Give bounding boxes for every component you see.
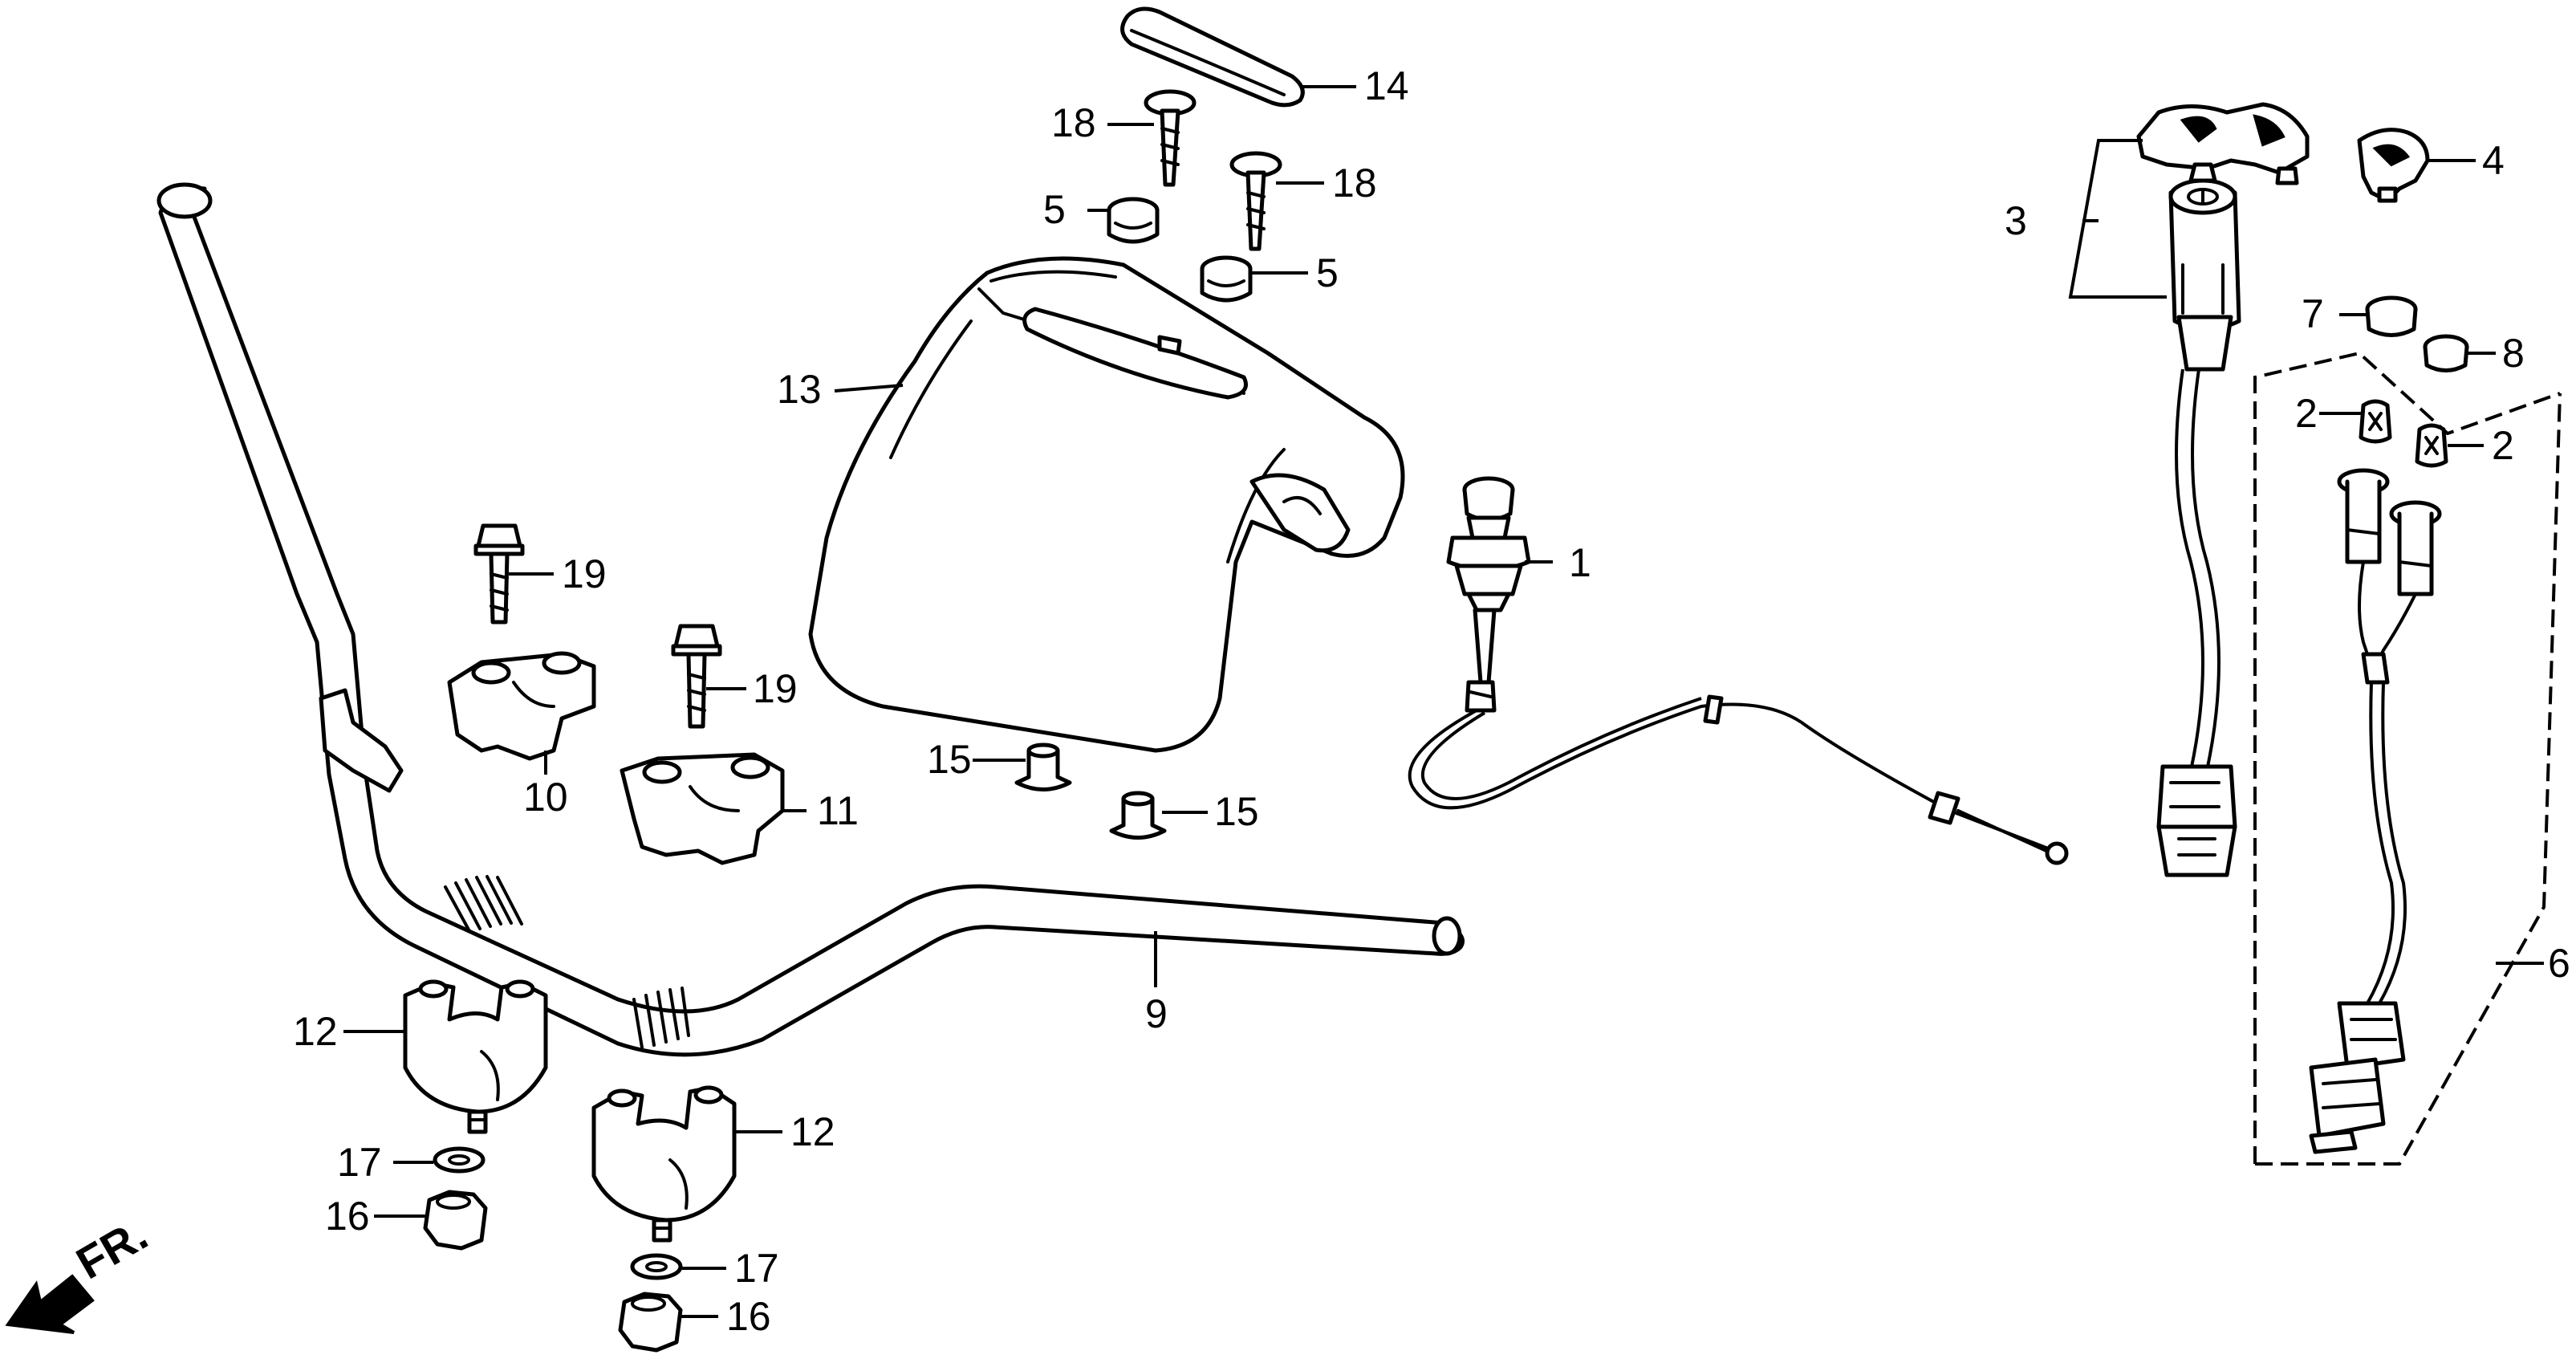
starter-cable: [1408, 476, 2069, 865]
callout-16-left: 16: [325, 1194, 425, 1239]
bolt-19-left: [473, 523, 525, 625]
svg-text:16: 16: [726, 1294, 771, 1339]
callout-18-left: 18: [1051, 100, 1154, 145]
svg-text:1: 1: [1569, 540, 1591, 585]
indicator-bracket: [2253, 351, 2562, 1166]
callout-6: 6: [2496, 941, 2570, 986]
lower-holder-12-left: [403, 979, 548, 1134]
key-cap: [2357, 128, 2430, 203]
svg-text:13: 13: [777, 367, 822, 412]
callout-10: 10: [523, 751, 568, 820]
nut-16-right: [618, 1292, 683, 1353]
svg-text:10: 10: [523, 775, 568, 820]
svg-text:9: 9: [1145, 991, 1168, 1036]
bar-clip: [319, 688, 404, 793]
indicator-harness: [2309, 468, 2442, 1154]
svg-text:18: 18: [1051, 100, 1096, 145]
knurl-right: [632, 987, 690, 1049]
svg-text:14: 14: [1364, 63, 1409, 108]
handlebar: [156, 182, 1465, 1057]
bolt-19-right: [671, 624, 722, 729]
cap-7: [2365, 295, 2418, 337]
callout-5-left: 5: [1043, 187, 1107, 232]
bulb-2-right: [2415, 423, 2448, 468]
front-direction-arrow: FR.: [5, 1209, 156, 1334]
svg-text:8: 8: [2502, 331, 2525, 376]
screw-18-right: [1229, 151, 1282, 251]
callout-12-right: 12: [734, 1109, 835, 1154]
handlebar-cover: [808, 256, 1405, 753]
callout-13: 13: [777, 367, 904, 412]
svg-text:19: 19: [562, 551, 607, 596]
svg-text:2: 2: [2492, 423, 2514, 468]
knurl-left: [444, 875, 523, 933]
callout-15-left: 15: [927, 737, 1026, 782]
collar-15-right: [1109, 791, 1167, 840]
svg-text:18: 18: [1332, 161, 1377, 205]
upper-holder-10: [447, 651, 596, 761]
svg-text:11: 11: [817, 788, 859, 833]
svg-text:12: 12: [790, 1109, 835, 1154]
grommet-5-right: [1200, 255, 1253, 303]
svg-text:7: 7: [2302, 291, 2324, 336]
ignition-switch: [2156, 178, 2241, 877]
callout-4: 4: [2428, 138, 2505, 183]
callout-1: 1: [1525, 540, 1591, 585]
collar-15-left: [1014, 743, 1072, 791]
bulb-2-left: [2359, 399, 2392, 444]
callout-9: 9: [1145, 931, 1168, 1036]
cap-8: [2423, 334, 2469, 372]
grommet-5-left: [1107, 197, 1160, 244]
svg-text:17: 17: [337, 1140, 382, 1185]
screw-18-left: [1144, 89, 1197, 187]
svg-text:3: 3: [2005, 198, 2027, 243]
callout-19-right: 19: [706, 666, 798, 711]
callout-17-right: 17: [682, 1246, 779, 1291]
svg-text:FR.: FR.: [68, 1209, 156, 1289]
callout-17-left: 17: [337, 1140, 433, 1185]
svg-text:17: 17: [734, 1246, 779, 1291]
switch-cover: [2136, 102, 2310, 185]
washer-17-left: [433, 1146, 486, 1174]
callout-12-left: 12: [293, 1009, 405, 1054]
callout-2-right: 2: [2448, 423, 2514, 468]
callout-8: 8: [2468, 331, 2525, 376]
svg-text:12: 12: [293, 1009, 338, 1054]
lower-holder-12-right: [591, 1085, 737, 1243]
callout-15-right: 15: [1162, 789, 1259, 834]
callout-14: 14: [1300, 63, 1409, 108]
svg-text:5: 5: [1043, 187, 1066, 232]
callout-7: 7: [2302, 291, 2367, 336]
cover-pad: [1120, 6, 1305, 108]
callout-11: 11: [782, 788, 859, 833]
callout-2-left: 2: [2295, 391, 2361, 436]
washer-17-right: [630, 1253, 683, 1280]
svg-text:15: 15: [927, 737, 972, 782]
svg-text:4: 4: [2482, 138, 2505, 183]
upper-holder-11: [620, 752, 785, 865]
nut-16-left: [423, 1190, 488, 1251]
callout-16-right: 16: [681, 1294, 771, 1339]
svg-text:2: 2: [2295, 391, 2318, 436]
callout-18-right: 18: [1276, 161, 1377, 205]
callout-5-right: 5: [1252, 250, 1339, 295]
callout-3: 3: [2005, 139, 2167, 299]
svg-text:19: 19: [753, 666, 798, 711]
svg-text:16: 16: [325, 1194, 370, 1239]
svg-text:5: 5: [1316, 250, 1339, 295]
svg-text:15: 15: [1214, 789, 1259, 834]
svg-text:6: 6: [2548, 941, 2570, 986]
callout-19-left: 19: [509, 551, 607, 596]
